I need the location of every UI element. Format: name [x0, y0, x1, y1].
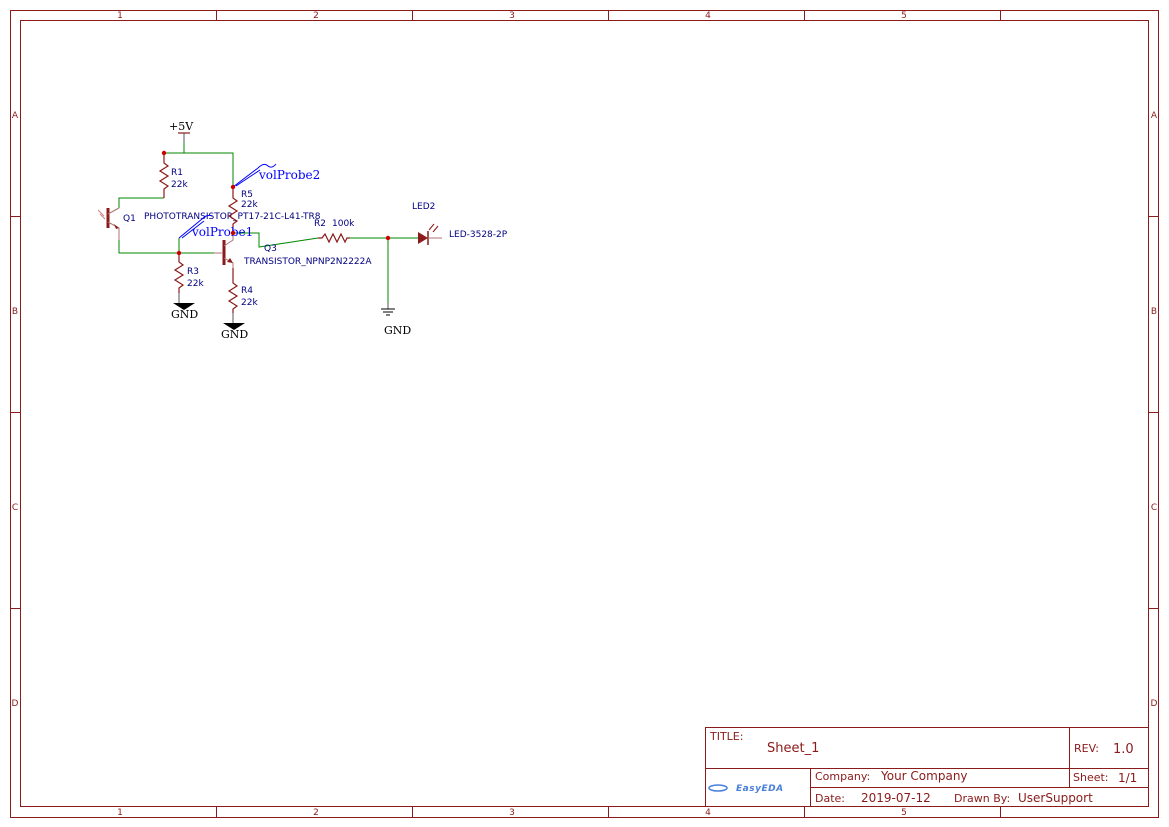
row-label: C — [1151, 503, 1157, 513]
row-label: B — [12, 307, 18, 317]
resistor-r5[interactable]: R5 22k — [227, 187, 258, 233]
led2-value: LED-3528-2P — [449, 230, 508, 240]
voltage-probe-1[interactable]: volProbe1 — [178, 214, 253, 239]
company-label: Company: — [815, 770, 870, 783]
r3-ref: R3 — [187, 267, 199, 277]
logo-text: EasyEDA — [736, 784, 784, 794]
led2-ref: LED2 — [412, 202, 435, 212]
gnd-symbol[interactable]: GND — [171, 303, 198, 321]
resistor-r1[interactable]: R1 22k — [158, 153, 188, 198]
voltage-probe-2[interactable]: volProbe2 — [232, 163, 320, 188]
led-led2[interactable]: LED2 LED-3528-2P — [412, 202, 508, 245]
r4-ref: R4 — [241, 286, 253, 296]
q3-value: TRANSISTOR_NPNP2N2222A — [243, 257, 372, 267]
sheet-value: 1/1 — [1118, 771, 1137, 785]
column-label: 4 — [705, 11, 711, 21]
q1-value: PHOTOTRANSISTOR_PT17-21C-L41-TR8 — [144, 212, 321, 222]
row-label: D — [1151, 699, 1158, 709]
probe-label: volProbe2 — [258, 168, 320, 182]
column-label: 5 — [901, 11, 907, 21]
r5-value: 22k — [241, 200, 258, 210]
r3-value: 22k — [187, 279, 204, 289]
row-label: C — [12, 503, 18, 513]
date-value: 2019-07-12 — [861, 791, 931, 805]
row-label: A — [12, 111, 19, 121]
title-block: TITLE: Sheet_1 REV: 1.0 Company: Your Co… — [705, 727, 1149, 807]
column-label: 1 — [117, 11, 123, 21]
phototransistor-q1[interactable]: Q1 PHOTOTRANSISTOR_PT17-21C-L41-TR8 — [97, 207, 321, 240]
r1-value: 22k — [171, 180, 188, 190]
row-label: D — [12, 699, 19, 709]
junction-dots — [161, 150, 391, 256]
column-label: 3 — [509, 11, 515, 21]
company-value: Your Company — [880, 769, 968, 783]
column-label: 4 — [705, 808, 711, 818]
sheet-label: Sheet: — [1073, 771, 1109, 784]
r2-value: 100k — [332, 219, 355, 229]
q1-ref: Q1 — [123, 214, 136, 224]
row-label: A — [1151, 111, 1158, 121]
gnd-symbol[interactable]: GND — [381, 303, 411, 337]
sheet-frame: 1 2 3 4 5 1 2 3 4 5 A B C D A B C D — [10, 10, 1159, 818]
column-label: 2 — [313, 11, 319, 21]
transistor-q3[interactable]: Q3 TRANSISTOR_NPNP2N2222A — [214, 233, 372, 268]
vcc-label: +5V — [169, 120, 194, 133]
column-label: 5 — [901, 808, 907, 818]
resistor-r3[interactable]: R3 22k — [173, 253, 204, 303]
r5-ref: R5 — [241, 190, 253, 200]
vcc-symbol[interactable]: +5V — [169, 120, 194, 143]
r1-ref: R1 — [171, 168, 183, 178]
resistor-r4[interactable]: R4 22k — [227, 268, 258, 323]
title-label: TITLE: — [709, 730, 743, 743]
gnd-label: GND — [171, 308, 198, 321]
r4-value: 22k — [241, 298, 258, 308]
gnd-label: GND — [384, 324, 411, 337]
rev-value: 1.0 — [1113, 742, 1134, 757]
rev-label: REV: — [1074, 742, 1099, 755]
column-label: 2 — [313, 808, 319, 818]
row-label: B — [1151, 307, 1157, 317]
easyeda-logo: EasyEDA — [708, 784, 784, 794]
q3-ref: Q3 — [264, 244, 277, 254]
date-label: Date: — [815, 792, 845, 805]
drawn-by-label: Drawn By: — [954, 792, 1010, 805]
drawn-by-value: UserSupport — [1018, 791, 1093, 805]
r2-ref: R2 — [314, 219, 326, 229]
probe-label: volProbe1 — [191, 225, 253, 239]
gnd-label: GND — [221, 328, 248, 341]
gnd-symbol[interactable]: GND — [221, 323, 248, 341]
sheet-title: Sheet_1 — [767, 741, 819, 756]
column-label: 1 — [117, 808, 123, 818]
resistor-r2[interactable]: R2 100k — [314, 219, 355, 244]
column-label: 3 — [509, 808, 515, 818]
wires — [118, 143, 418, 303]
